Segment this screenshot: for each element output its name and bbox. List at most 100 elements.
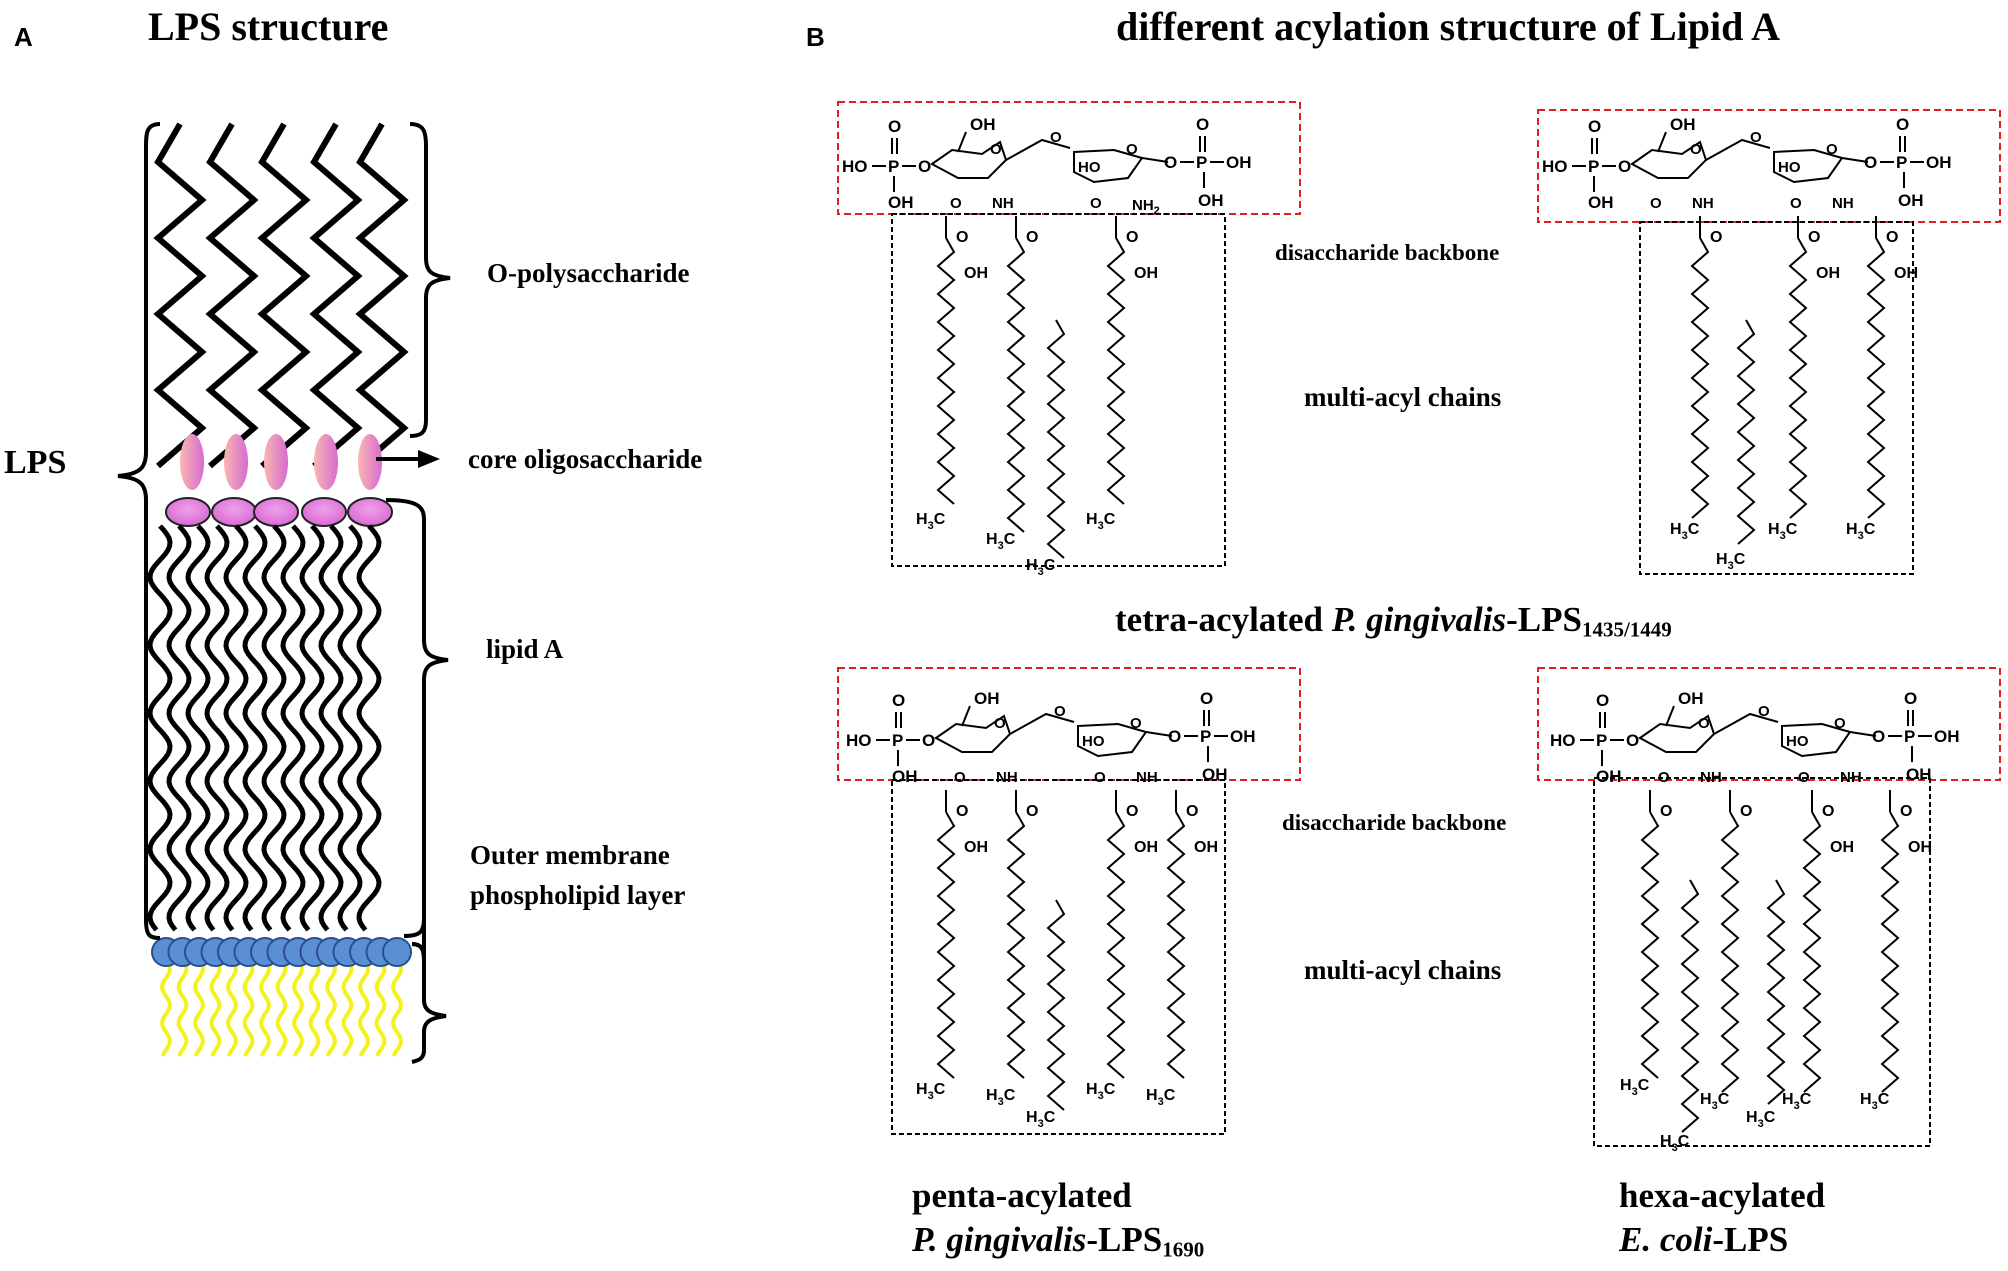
- acyl-chain: [1006, 237, 1026, 533]
- atom-label: O: [1050, 129, 1062, 146]
- atom-label: OH: [1226, 153, 1252, 172]
- o-polysaccharide-chains: [153, 122, 409, 469]
- atom-label: NH: [992, 195, 1014, 212]
- phospholipid-tail: [176, 958, 189, 1057]
- h3c-label: H3C: [1846, 521, 1876, 542]
- acyl-chain: [1640, 811, 1660, 1079]
- atom-label: O: [1026, 803, 1038, 820]
- atom-label: HO: [846, 731, 872, 750]
- o-chain: [355, 122, 409, 469]
- atom-label: NH2: [1132, 197, 1160, 217]
- atom-label: P: [1588, 157, 1599, 176]
- atom-label: O: [1872, 727, 1885, 746]
- acyl-chain-box: [1593, 777, 1931, 1147]
- atom-label: O: [1904, 689, 1917, 708]
- h3c-label: H3C: [1700, 1091, 1730, 1112]
- atom-label: O: [1200, 689, 1213, 708]
- atom-label: P: [1196, 153, 1207, 172]
- atom-label: O: [1090, 195, 1102, 212]
- atom-label: NH: [1692, 195, 1714, 212]
- o-chain: [205, 122, 259, 469]
- acyl-chain: [936, 811, 956, 1079]
- lipid-chain: [261, 524, 287, 932]
- atom-label: O: [1054, 703, 1066, 720]
- lipid-chain: [166, 524, 192, 932]
- atom-label: O: [1798, 769, 1810, 786]
- atom-label: O: [1130, 715, 1142, 732]
- core-oval: [224, 434, 248, 490]
- acyl-chain: [1880, 811, 1900, 1093]
- core-disc: [165, 497, 211, 527]
- h3c-label: H3C: [986, 531, 1016, 552]
- atom-label: NH: [1840, 769, 1862, 786]
- lipid-chain: [147, 524, 173, 932]
- atom-label: O: [1164, 153, 1177, 172]
- core-disc: [301, 497, 347, 527]
- lipid-chain: [356, 524, 382, 932]
- phospholipid-tail: [325, 958, 337, 1057]
- atom-label: O: [1660, 803, 1672, 820]
- atom-label: O: [1186, 803, 1198, 820]
- atom-label: HO: [1082, 733, 1105, 750]
- acyl-chain-box: [891, 213, 1226, 567]
- lps-label: LPS: [4, 444, 67, 481]
- sugar-ring: [1781, 722, 1852, 758]
- core-oval: [358, 434, 382, 490]
- atom-label: O: [1596, 691, 1609, 710]
- lipid-chain: [318, 524, 344, 932]
- phospholipid-tail: [242, 958, 255, 1057]
- atom-label: HO: [1078, 159, 1101, 176]
- atom-label: NH: [1700, 769, 1722, 786]
- atom-label: O: [1658, 769, 1670, 786]
- h3c-label: H3C: [1146, 1087, 1176, 1108]
- atom-label: NH: [996, 769, 1018, 786]
- atom-label: O: [1026, 229, 1038, 246]
- atom-label: HO: [1778, 159, 1801, 176]
- sugar-ring: [930, 140, 1008, 179]
- atom-label: OH: [1678, 689, 1704, 708]
- atom-label: OH: [1596, 767, 1622, 786]
- h3c-label: H3C: [1768, 521, 1798, 542]
- atom-label: HO: [1542, 157, 1568, 176]
- phospholipid-tail: [275, 958, 288, 1057]
- acyl-chain: [1720, 811, 1740, 1093]
- atom-label: OH: [964, 839, 988, 856]
- h3c-label: H3C: [1860, 1091, 1890, 1112]
- sugar-ring: [1638, 714, 1716, 753]
- acyl-chain: [1046, 899, 1066, 1111]
- h3c-label: H3C: [1782, 1091, 1812, 1112]
- atom-label: OH: [892, 767, 918, 786]
- atom-label: P: [1200, 727, 1211, 746]
- phospholipid-tail: [341, 958, 354, 1057]
- acyl-chain: [1166, 811, 1186, 1079]
- lipid-chain: [204, 524, 230, 932]
- atom-label: OH: [1926, 153, 1952, 172]
- lipid-chain: [337, 524, 363, 932]
- phospholipid-tail: [193, 958, 205, 1057]
- atom-label: O: [1826, 141, 1838, 158]
- atom-label: O: [1740, 803, 1752, 820]
- panel-b-title: different acylation structure of Lipid A: [1116, 4, 1781, 49]
- atom-label: O: [1690, 141, 1702, 158]
- lps-brace: [117, 122, 161, 940]
- core-oval: [264, 434, 288, 490]
- sugar-ring: [934, 714, 1012, 753]
- backbone-box: [1537, 667, 2001, 781]
- sugar-ring: [1773, 148, 1844, 184]
- atom-label: O: [950, 195, 962, 212]
- phospholipid-tail: [391, 958, 403, 1057]
- acyl-chain: [1766, 879, 1786, 1105]
- sugar-ring: [1073, 148, 1144, 184]
- atom-label: O: [918, 157, 931, 176]
- phospholipid-tail: [259, 958, 271, 1057]
- atom-label: O: [922, 731, 935, 750]
- atom-label: O: [1168, 727, 1181, 746]
- phospholipid-tail: [160, 958, 172, 1057]
- atom-label: O: [956, 229, 968, 246]
- panel-a-title: LPS structure: [148, 4, 389, 49]
- atom-label: OH: [1230, 727, 1256, 746]
- h3c-label: H3C: [1620, 1077, 1650, 1098]
